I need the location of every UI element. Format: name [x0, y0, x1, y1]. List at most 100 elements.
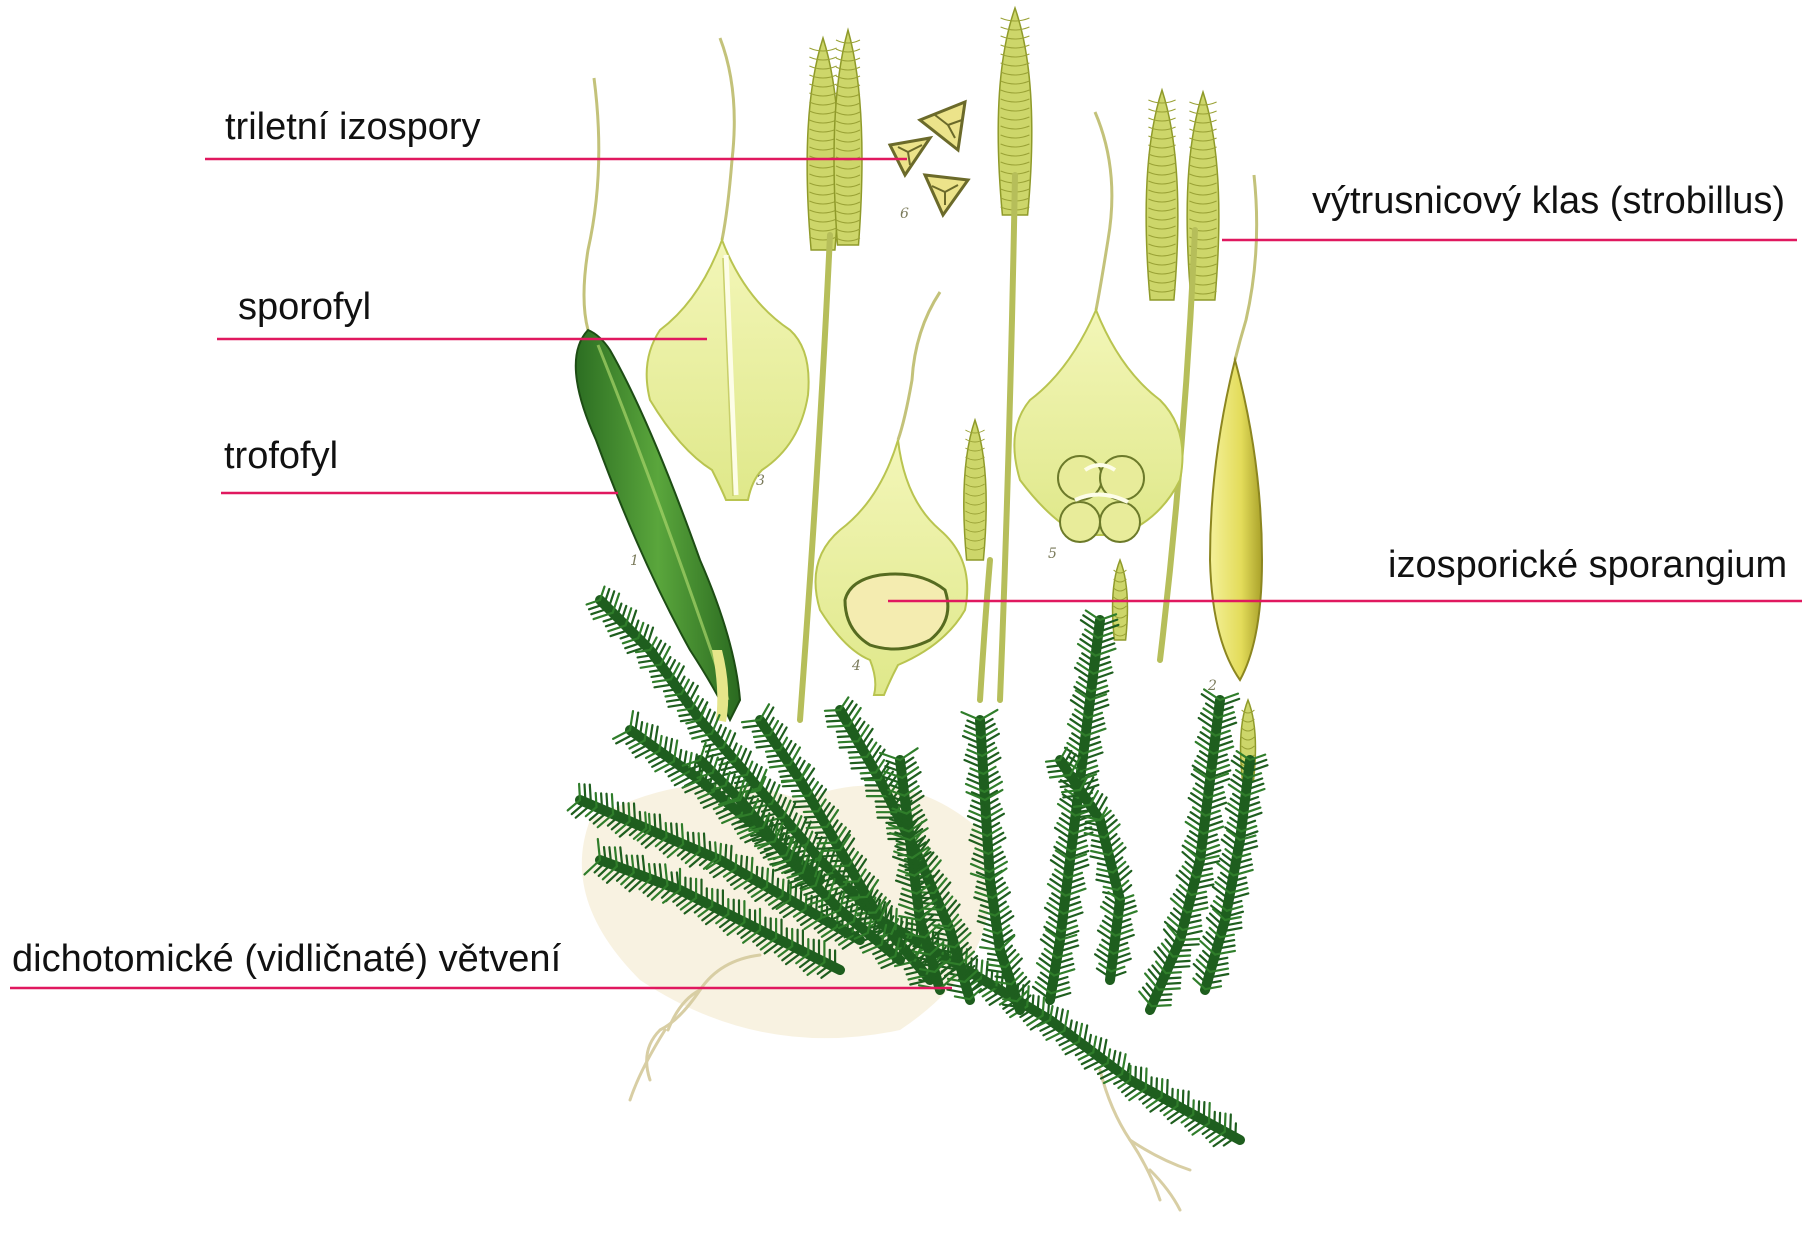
- leaf-needle: [1154, 1000, 1171, 1001]
- strobilus-2: [834, 30, 862, 245]
- leaf-needle: [1161, 983, 1180, 984]
- leaf-needle: [772, 870, 773, 890]
- leaf-needle: [980, 710, 997, 720]
- leaf-needle: [840, 747, 861, 748]
- leaf-needle: [844, 881, 858, 882]
- leaf-needle: [730, 846, 731, 866]
- leaf-needle: [715, 842, 716, 858]
- leaf-needle: [629, 803, 630, 821]
- leaf-needle: [1162, 1079, 1163, 1097]
- sporophyll-figure: [647, 38, 809, 500]
- leaf-needle: [1155, 951, 1169, 967]
- leaf-needle: [1209, 1103, 1210, 1123]
- leaf-needle: [710, 842, 711, 856]
- leaf-needle: [852, 767, 873, 768]
- leaf-needle: [649, 814, 650, 830]
- fig-number-6: 6: [900, 206, 909, 222]
- fig-number-5: 5: [1048, 546, 1057, 562]
- leaf-needle: [859, 918, 879, 919]
- leaf-needle: [833, 866, 849, 867]
- leaf-needle: [849, 752, 864, 753]
- leaf-needle: [596, 793, 597, 807]
- leaf-needle: [805, 817, 821, 818]
- leaf-needle: [1145, 974, 1159, 990]
- leaf-needle: [1183, 1091, 1184, 1109]
- leaf-needle: [725, 845, 726, 863]
- leaf-needle: [1146, 1069, 1147, 1089]
- leaf-needle: [839, 741, 858, 742]
- leaf-needle: [736, 855, 737, 869]
- leaf-needle: [590, 785, 591, 805]
- leaf-needle: [1038, 996, 1039, 1012]
- leaf-needle: [825, 710, 840, 711]
- leaf-needle: [699, 833, 700, 851]
- leaf-needle: [851, 762, 870, 763]
- sporangium-figure-4: [816, 292, 968, 695]
- leaf-needle: [585, 784, 586, 802]
- leaf-needle: [794, 801, 812, 802]
- leaf-needle: [1156, 994, 1171, 995]
- leaf-needle: [835, 876, 855, 877]
- leaf-needle: [1178, 944, 1199, 945]
- leaf-needle: [783, 880, 784, 896]
- leaf-needle: [857, 907, 873, 908]
- leaf-needle: [793, 796, 809, 797]
- leaf-needle: [612, 794, 613, 814]
- leaf-needle: [618, 803, 619, 817]
- leaf-needle: [790, 884, 791, 900]
- leaf-needle: [792, 790, 806, 791]
- leaf-needle: [1135, 1067, 1136, 1083]
- leaf-needle: [823, 855, 843, 856]
- leaf-needle: [645, 812, 646, 828]
- leaf-needle: [720, 844, 721, 860]
- leaf-needle: [847, 897, 867, 898]
- leaf-needle: [682, 824, 683, 844]
- leaf-needle: [1164, 978, 1181, 979]
- leaf-needle: [850, 757, 867, 758]
- leaf-needle: [1220, 1113, 1221, 1129]
- leaf-needle: [601, 793, 602, 809]
- leaf-needle: [1173, 956, 1190, 957]
- leaf-needle: [819, 848, 839, 849]
- leaf-needle: [1225, 1114, 1226, 1132]
- leaf-needle: [762, 868, 763, 884]
- leaf-needle: [873, 750, 885, 768]
- leaf-needle: [1167, 1080, 1168, 1100]
- leaf-needle: [1168, 966, 1189, 967]
- label-strobilus: výtrusnicový klas (strobillus): [1312, 182, 1785, 220]
- leaf-needle: [607, 794, 608, 812]
- leaf-needle: [1193, 1100, 1194, 1114]
- leaf-needle: [1159, 988, 1180, 989]
- leaf-needle: [837, 731, 852, 732]
- leaf-needle: [788, 881, 789, 899]
- leaf-needle: [634, 804, 635, 824]
- leaf-needle: [832, 860, 846, 861]
- leaf-needle: [1171, 1112, 1188, 1124]
- leaf-needle: [1150, 1100, 1167, 1112]
- label-sporophyll: sporofyl: [238, 288, 371, 326]
- leaf-needle: [845, 887, 861, 888]
- fig-number-2: 2: [1207, 678, 1217, 694]
- leaf-needle: [861, 729, 873, 747]
- leaf-needle: [1043, 998, 1044, 1016]
- leaf-needle: [660, 815, 661, 835]
- leaf-needle: [807, 827, 827, 828]
- leaf-needle: [746, 857, 747, 875]
- leaf-needle: [1171, 961, 1190, 962]
- fig-number-4: 4: [851, 658, 861, 674]
- leaf-needle: [757, 867, 758, 881]
- leaf-needle: [666, 823, 667, 837]
- leaf-needle: [1230, 1115, 1231, 1135]
- leaf-needle: [818, 843, 836, 844]
- leaf-needle: [1152, 1005, 1171, 1006]
- leaf-needle: [671, 823, 672, 839]
- leaf-needle: [672, 872, 674, 887]
- leaf-needle: [1177, 1090, 1178, 1106]
- leaf-needle: [655, 814, 656, 832]
- leaf-needle: [1172, 1089, 1173, 1103]
- leaf-needle: [1166, 972, 1181, 973]
- leaf-needle: [1032, 995, 1033, 1009]
- leaf-needle: [1130, 1066, 1131, 1080]
- leaf-needle: [832, 908, 833, 924]
